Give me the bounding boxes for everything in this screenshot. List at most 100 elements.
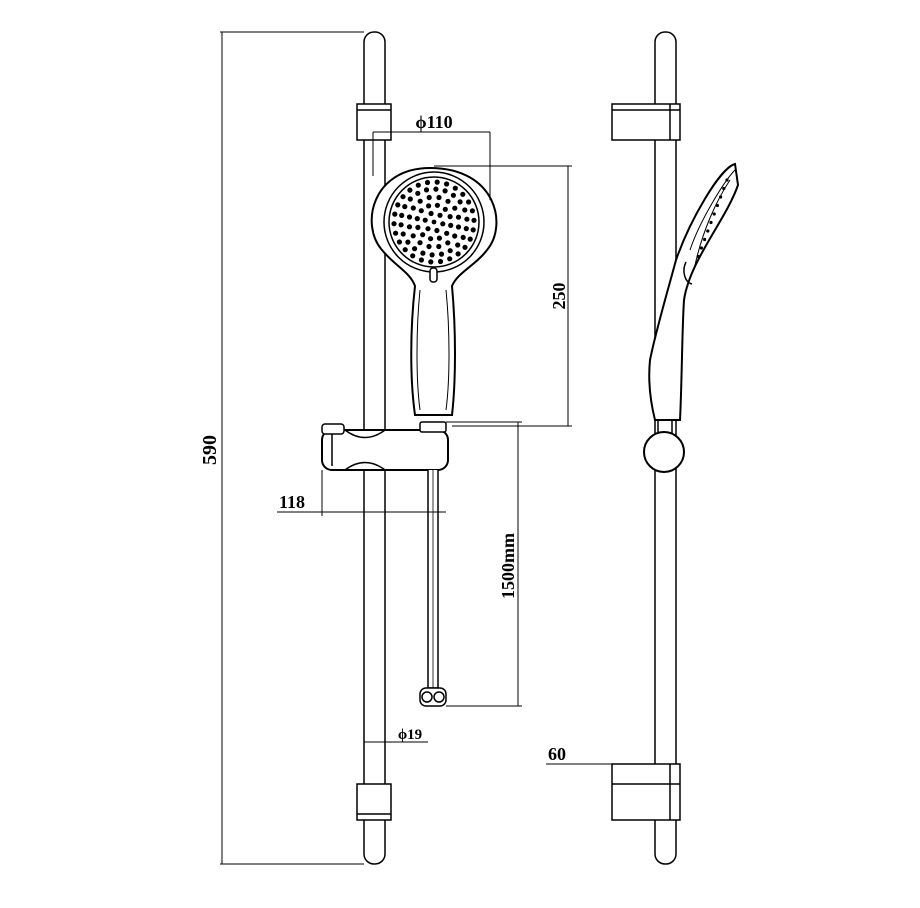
nozzle — [467, 236, 473, 242]
nozzle — [457, 199, 463, 205]
nozzle — [402, 204, 408, 210]
nozzle — [415, 190, 421, 196]
nozzle — [436, 194, 442, 201]
spray-nozzles — [391, 179, 477, 265]
nozzle — [436, 235, 442, 241]
nozzle — [437, 258, 444, 265]
nozzle — [437, 212, 443, 218]
side-nozzle — [715, 203, 720, 208]
nozzle — [418, 208, 424, 214]
front-slide-holder — [321, 421, 449, 471]
nozzle — [436, 243, 442, 250]
nozzle — [396, 239, 402, 245]
nozzle — [452, 185, 458, 191]
nozzle — [448, 222, 454, 228]
nozzle — [391, 221, 397, 227]
nozzle — [410, 253, 416, 259]
label-head-length: 250 — [549, 283, 569, 310]
nozzle — [424, 179, 431, 186]
nozzle — [393, 230, 399, 236]
nozzle — [410, 233, 416, 239]
nozzle — [466, 199, 472, 205]
nozzle — [426, 203, 432, 209]
label-bracket-depth: 60 — [548, 744, 566, 764]
nozzle — [433, 186, 439, 192]
front-view — [220, 31, 572, 865]
nozzle — [469, 208, 475, 214]
nozzle — [445, 198, 451, 204]
nozzle — [395, 202, 401, 208]
nozzle — [415, 224, 421, 230]
nozzle — [462, 207, 468, 213]
nozzle — [400, 231, 406, 237]
nozzle — [447, 256, 453, 262]
nozzle — [471, 217, 477, 223]
side-nozzle — [719, 195, 723, 199]
dim-total-height-lines — [220, 31, 364, 865]
hose-nut — [419, 687, 447, 707]
nozzle — [405, 239, 411, 245]
nozzle — [434, 179, 440, 185]
nozzle — [425, 226, 431, 232]
nozzle — [423, 187, 430, 193]
nozzle — [418, 257, 424, 263]
nozzle — [460, 191, 466, 197]
side-nozzle — [712, 212, 716, 216]
nozzle — [452, 205, 458, 211]
nozzle — [434, 202, 440, 208]
nozzle — [452, 233, 458, 239]
nozzle — [429, 252, 435, 258]
label-bracket-projection: 118 — [279, 492, 305, 512]
nozzle — [407, 196, 413, 202]
nozzle — [440, 221, 446, 227]
nozzle — [426, 194, 432, 201]
nozzle — [460, 234, 466, 240]
nozzle — [428, 210, 434, 217]
nozzle — [392, 211, 398, 217]
nozzle — [420, 250, 426, 256]
nozzle — [434, 227, 440, 234]
side-nozzle — [722, 186, 726, 191]
side-spray-nozzles — [696, 178, 729, 259]
nozzle — [422, 217, 428, 223]
nozzle — [444, 230, 450, 236]
front-hose — [419, 470, 447, 707]
label-hose-length: 1500mm — [498, 533, 518, 599]
dim-head-length-lines — [434, 165, 572, 427]
nozzle — [414, 216, 420, 222]
spray-selector — [429, 267, 438, 283]
nozzle — [417, 240, 423, 246]
side-nozzle — [703, 237, 707, 242]
side-nozzle — [706, 229, 710, 233]
nozzle — [398, 222, 404, 228]
nozzle — [415, 182, 421, 188]
front-hand-shower — [370, 166, 498, 416]
side-nozzle — [709, 220, 713, 225]
nozzle — [442, 188, 448, 194]
nozzle — [470, 227, 476, 233]
dim-hose-length-lines — [446, 421, 522, 707]
nozzle — [407, 187, 413, 193]
nozzle — [410, 205, 416, 211]
nozzle — [399, 212, 405, 218]
nozzle — [455, 242, 461, 248]
nozzle — [455, 251, 461, 257]
label-head-diameter: ϕ110 — [415, 112, 452, 132]
dim-projection-lines — [277, 470, 446, 516]
nozzle — [400, 194, 406, 200]
label-rail-diameter: ϕ19 — [398, 727, 422, 743]
nozzle — [455, 224, 462, 230]
nozzle — [444, 181, 450, 187]
nozzle — [417, 198, 423, 204]
nozzle — [442, 206, 448, 212]
nozzle — [402, 247, 408, 253]
side-view — [546, 31, 740, 865]
nozzle — [462, 244, 468, 250]
nozzle — [426, 243, 432, 250]
nozzle — [428, 259, 434, 265]
nozzle — [420, 232, 426, 238]
side-top-bracket — [611, 103, 681, 141]
nozzle — [406, 224, 413, 230]
nozzle — [447, 248, 453, 254]
side-nozzle — [725, 178, 729, 182]
